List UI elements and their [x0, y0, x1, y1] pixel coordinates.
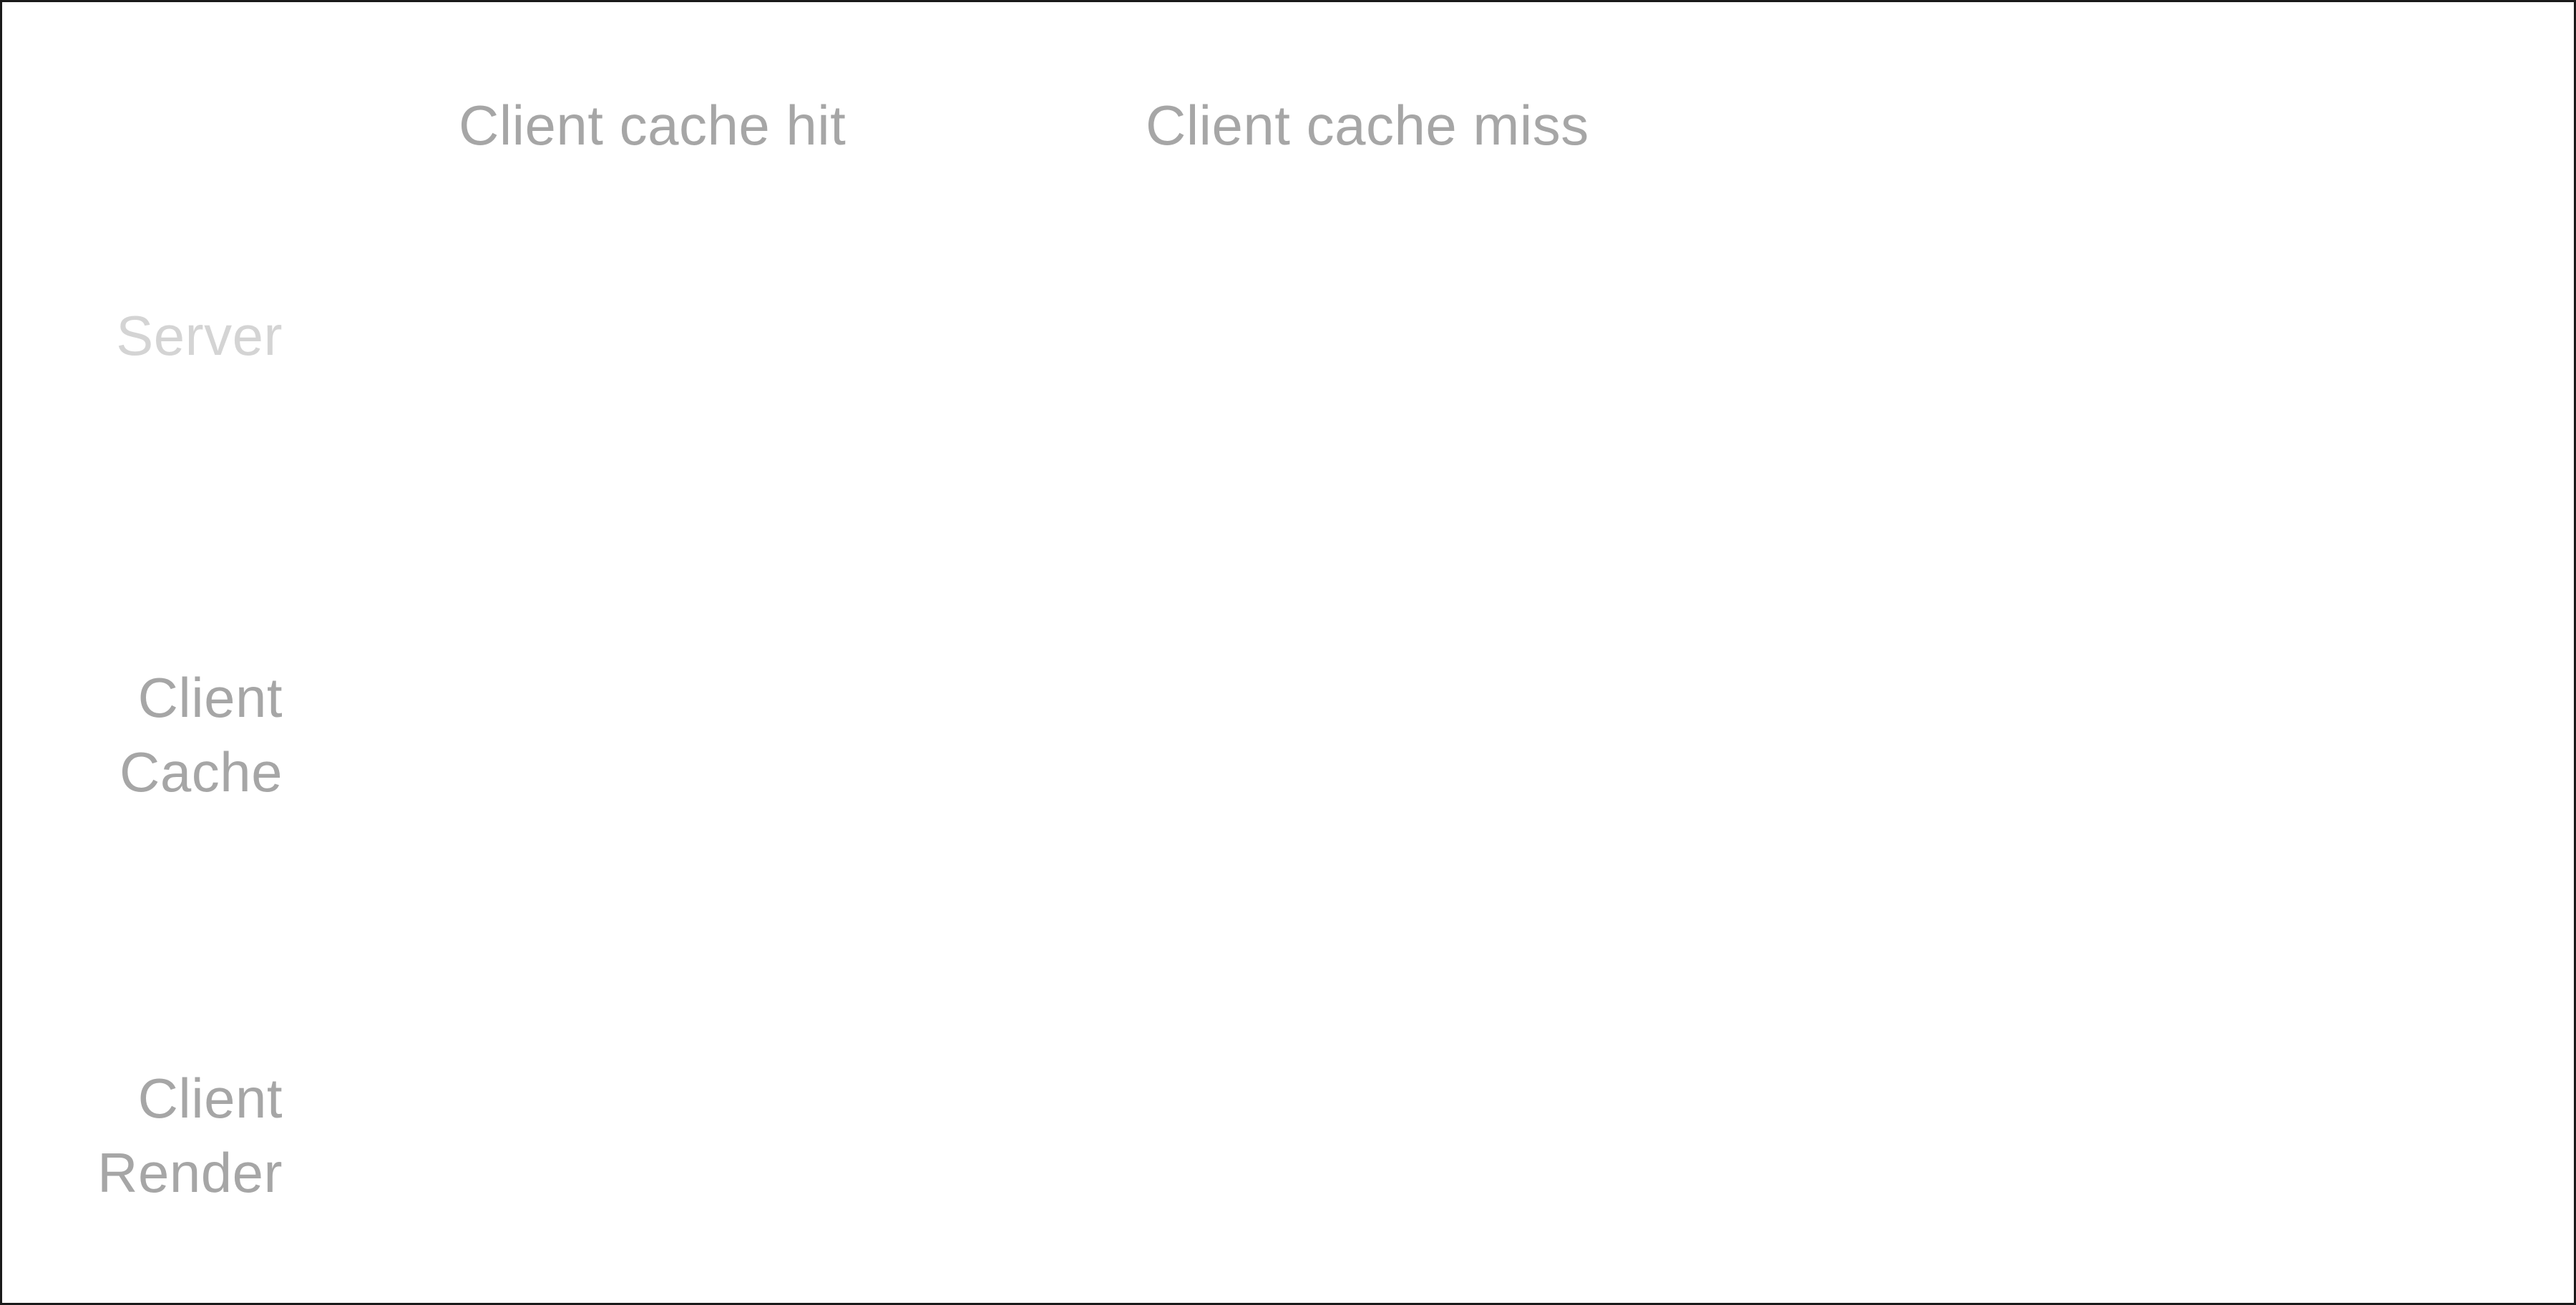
- row-label-client-cache-line-1: Client: [137, 666, 283, 729]
- row-label-client-render-line-1: Client: [137, 1067, 283, 1130]
- row-label-server: Server: [116, 298, 283, 373]
- diagram-canvas-area: [331, 188, 2478, 1261]
- row-label-client-cache: Client Cache: [119, 660, 283, 809]
- row-label-client-cache-line-2: Cache: [119, 741, 283, 803]
- row-label-server-line-1: Server: [116, 304, 283, 367]
- column-header-client-cache-miss: Client cache miss: [1146, 94, 1589, 157]
- row-label-client-render-line-2: Render: [97, 1141, 283, 1204]
- row-label-client-render: Client Render: [97, 1061, 283, 1210]
- column-header-client-cache-hit: Client cache hit: [459, 94, 847, 157]
